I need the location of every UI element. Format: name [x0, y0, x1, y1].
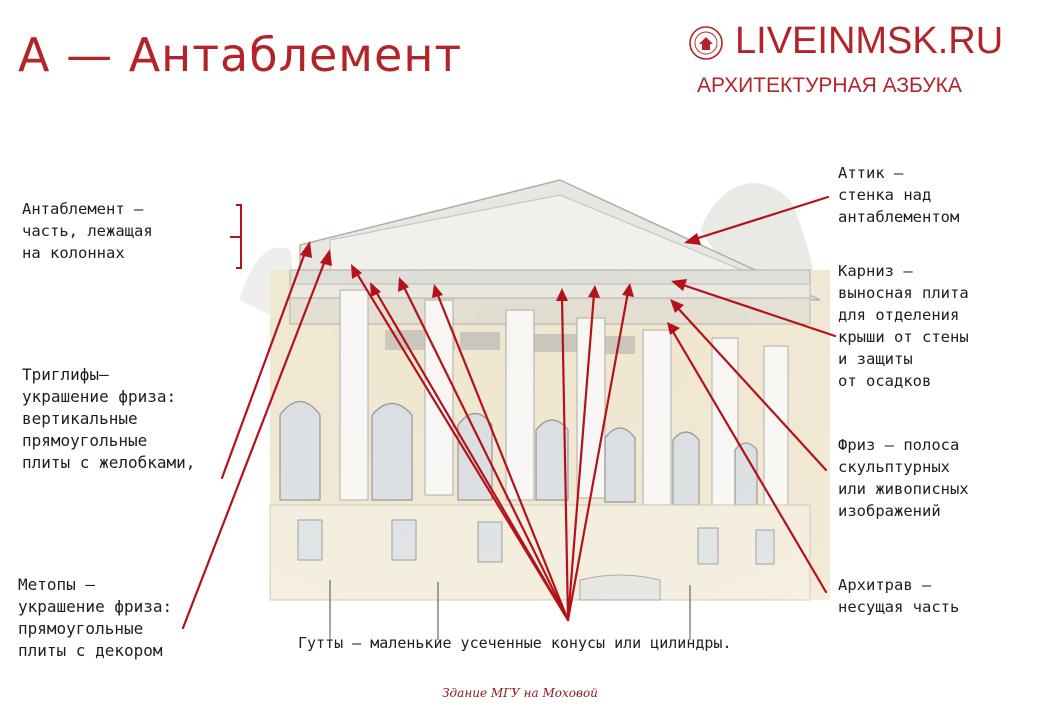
label-guttae: Гутты — маленькие усеченные конусы или ц… [298, 634, 732, 652]
arrow-frieze [674, 304, 828, 472]
label-entablature: Антаблемент — часть, лежащая на колоннах [22, 200, 153, 262]
arrow-guttae-4 [435, 291, 570, 622]
label-frieze: Фриз — полоса скульптурных или живописны… [838, 436, 969, 520]
arrow-architrave [670, 328, 828, 594]
arrow-metopes [181, 256, 328, 630]
arrow-guttae-2 [373, 288, 570, 622]
arrow-triglyphs [220, 248, 308, 480]
image-caption: Здание МГУ на Моховой [442, 686, 598, 700]
arrow-head-metopes [320, 249, 332, 266]
page-title: А — Антаблемент [18, 28, 463, 82]
stamp-seal-icon [689, 26, 723, 60]
label-triglyphs: Триглифы— украшение фриза: вертикальные … [22, 365, 196, 472]
arrow-attic [690, 195, 830, 242]
arrow-head-triglyphs [300, 241, 312, 258]
site-subtitle: АРХИТЕКТУРНАЯ АЗБУКА [697, 74, 962, 97]
label-cornice: Карниз — выносная плита для отделения кр… [838, 262, 969, 390]
arrow-head-cornice [671, 279, 687, 291]
arrow-guttae-7 [566, 290, 630, 622]
label-metopes: Метопы — украшение фриза: прямоугольные … [18, 575, 173, 660]
arrow-guttae-3 [401, 283, 570, 622]
arrow-head-attic [684, 233, 701, 245]
pointer-arrows [181, 195, 837, 630]
entablature-bracket [230, 204, 242, 269]
label-attic: Аттик — стенка над антаблементом [838, 164, 960, 226]
arrow-guttae-5 [560, 295, 570, 622]
arrow-cornice [678, 282, 837, 338]
arrow-guttae-6 [566, 292, 596, 622]
label-architrave: Архитрав — несущая часть [838, 576, 960, 616]
arrow-head-frieze [670, 299, 684, 313]
site-brand: LIVEINMSK.RU [735, 20, 1004, 62]
arrow-guttae-1 [354, 270, 570, 622]
arrow-head-architrave [667, 322, 680, 335]
